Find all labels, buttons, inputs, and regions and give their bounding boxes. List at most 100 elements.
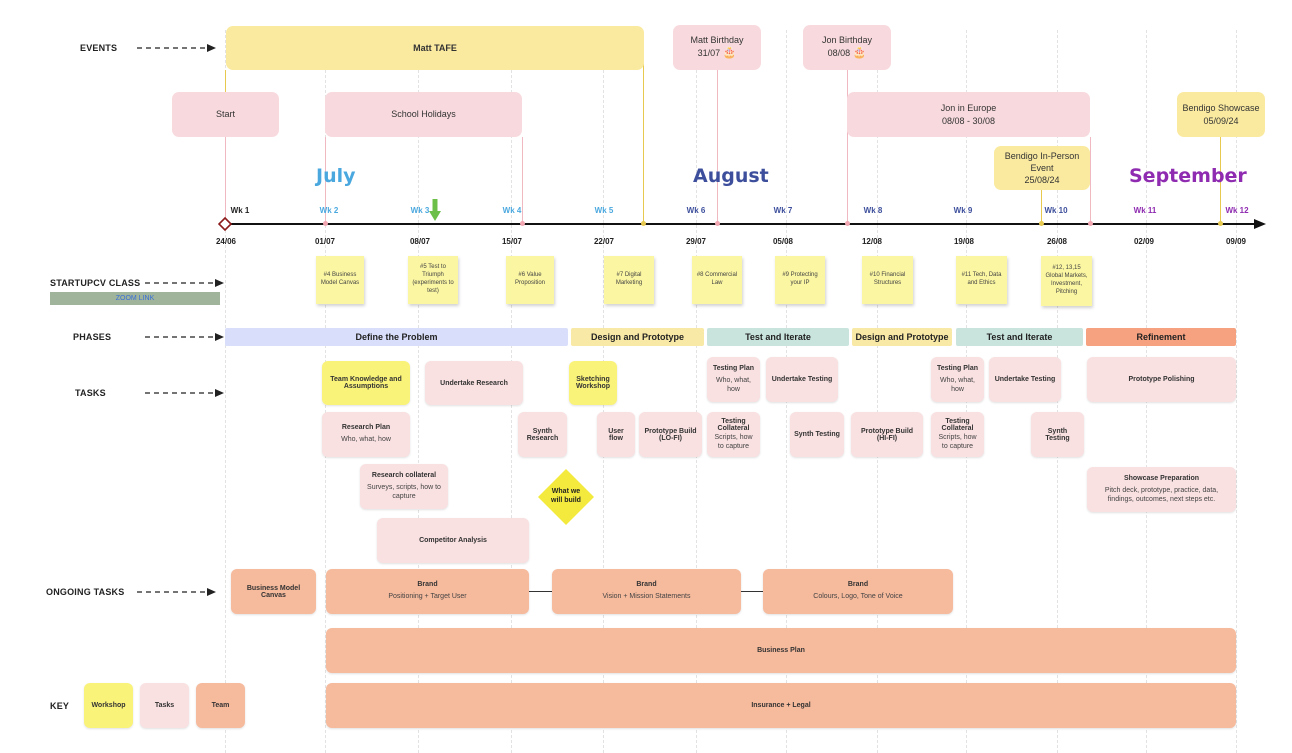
key-label-text: Tasks — [154, 702, 175, 709]
phase-refinement: Refinement — [1086, 328, 1236, 346]
phase-test-iterate: Test and Iterate — [956, 328, 1083, 346]
ongoing-brand-2: Brand Vision + Mission Statements — [552, 569, 741, 614]
event-start: Start — [172, 92, 279, 137]
class-sticky: #7 Digital Marketing — [604, 256, 654, 304]
task-synth-testing-1: Synth Testing — [790, 412, 844, 457]
task-subtitle: Pitch deck, prototype, practice, data, f… — [1104, 486, 1219, 503]
class-sticky: #8 Commercial Law — [692, 256, 742, 304]
task-title: Insurance + Legal — [751, 702, 811, 709]
dashed-arrow-icon — [145, 333, 224, 341]
key-label-text: Team — [211, 702, 230, 709]
gridline — [1236, 30, 1237, 753]
week-date: 02/09 — [1133, 237, 1155, 246]
task-sketching-workshop: Sketching Workshop — [569, 361, 617, 405]
event-jon-birthday: Jon Birthday 08/08 🎂 — [803, 25, 891, 70]
week-date: 19/08 — [953, 237, 975, 246]
key-label-text: Workshop — [91, 702, 126, 709]
event-line — [1090, 137, 1091, 223]
dashed-arrow-icon — [145, 279, 224, 287]
dashed-arrow-icon — [137, 44, 216, 52]
task-subtitle: Who, what, how — [341, 436, 391, 444]
event-label: Bendigo Showcase — [1182, 103, 1260, 114]
class-sticky: #9 Protecting your IP — [775, 256, 825, 304]
ongoing-label: ONGOING TASKS — [46, 587, 125, 597]
cake-icon: 🎂 — [852, 47, 867, 60]
event-label: School Holidays — [391, 109, 456, 120]
event-date: 08/08 🎂 — [827, 47, 867, 60]
dashed-arrow-icon — [137, 588, 216, 596]
event-date: 31/07 🎂 — [697, 47, 737, 60]
ongoing-brand-1: Brand Positioning + Target User — [326, 569, 529, 614]
task-title: Testing Plan — [936, 364, 979, 372]
class-label: STARTUPCV CLASS — [50, 278, 141, 288]
task-title: User flow — [608, 427, 624, 442]
task-competitor-analysis: Competitor Analysis — [377, 518, 529, 563]
task-showcase-prep: Showcase Preparation Pitch deck, prototy… — [1087, 467, 1236, 512]
task-undertake-research: Undertake Research — [425, 361, 523, 405]
task-subtitle: Colours, Logo, Tone of Voice — [813, 593, 903, 601]
timeline-dot — [641, 221, 646, 226]
gridline — [418, 30, 419, 753]
task-undertake-testing-2: Undertake Testing — [989, 357, 1061, 402]
task-subtitle: Scripts, how to capture — [714, 433, 753, 450]
task-subtitle: Positioning + Target User — [388, 593, 467, 601]
gridline — [877, 30, 878, 753]
ongoing-brand-3: Brand Colours, Logo, Tone of Voice — [763, 569, 953, 614]
week-label: Wk 6 — [686, 206, 706, 215]
task-title: Research Plan — [341, 424, 391, 432]
phase-design-prototype: Design and Prototype — [852, 328, 952, 346]
events-label: EVENTS — [80, 43, 118, 53]
phase-test-iterate: Test and Iterate — [707, 328, 849, 346]
task-title: Testing Plan — [712, 364, 755, 372]
week-date: 24/06 — [215, 237, 237, 246]
task-title: Undertake Research — [440, 379, 508, 387]
ongoing-business-model-canvas: Business Model Canvas — [231, 569, 316, 614]
event-line — [643, 44, 644, 223]
event-school-holidays: School Holidays — [325, 92, 522, 137]
event-label: Event — [1030, 162, 1054, 173]
week-label: Wk 8 — [863, 206, 883, 215]
week-date: 12/08 — [861, 237, 883, 246]
event-line — [325, 137, 326, 223]
timeline-dot — [1039, 221, 1044, 226]
task-title: Synth Testing — [794, 431, 840, 438]
event-matt-birthday: Matt Birthday 31/07 🎂 — [673, 25, 761, 70]
task-title: Testing Collateral — [941, 417, 974, 432]
task-subtitle: Surveys, scripts, how to capture — [367, 483, 441, 500]
task-title: Brand — [417, 581, 438, 589]
task-subtitle: Who, what, how — [939, 376, 975, 393]
timeline-dot — [845, 221, 850, 226]
month-august: August — [693, 165, 769, 187]
task-subtitle: Who, what, how — [715, 376, 751, 393]
class-sticky: #6 Value Proposition — [506, 256, 554, 304]
task-prototype-lofi: Prototype Build (LO-FI) — [639, 412, 702, 457]
task-testing-plan-2: Testing Plan Who, what, how — [931, 357, 984, 402]
phases-label: PHASES — [73, 332, 112, 342]
task-testing-plan-1: Testing Plan Who, what, how — [707, 357, 760, 402]
event-line — [847, 70, 848, 223]
key-label: KEY — [50, 701, 70, 711]
zoom-link[interactable]: ZOOM LINK — [50, 292, 220, 305]
week-label: Wk 12 — [1225, 206, 1249, 215]
event-label: Jon Birthday — [821, 35, 873, 45]
event-label: Matt TAFE — [413, 42, 457, 53]
dashed-arrow-icon — [145, 389, 224, 397]
task-testing-collateral-2: Testing Collateral Scripts, how to captu… — [931, 412, 984, 457]
event-line — [717, 70, 718, 223]
event-date: 08/08 - 30/08 — [941, 115, 996, 126]
week-date: 29/07 — [685, 237, 707, 246]
class-sticky: #12, 13,15 Global Markets, Investment, P… — [1041, 256, 1092, 306]
event-matt-tafe: Matt TAFE — [226, 26, 644, 70]
class-sticky: #4 Business Model Canvas — [316, 256, 364, 304]
key-team: Team — [196, 683, 245, 728]
event-date: 05/09/24 — [1203, 115, 1239, 126]
gridline — [696, 30, 697, 753]
task-prototype-polishing: Prototype Polishing — [1087, 357, 1236, 402]
task-title: Undertake Testing — [994, 376, 1056, 383]
event-label: Matt Birthday — [690, 35, 744, 45]
key-workshop: Workshop — [84, 683, 133, 728]
class-sticky: #11 Tech, Data and Ethics — [956, 256, 1007, 304]
task-subtitle: Scripts, how to capture — [938, 433, 977, 450]
event-line — [225, 137, 226, 223]
task-title: Team Knowledge and Assumptions — [330, 376, 402, 390]
